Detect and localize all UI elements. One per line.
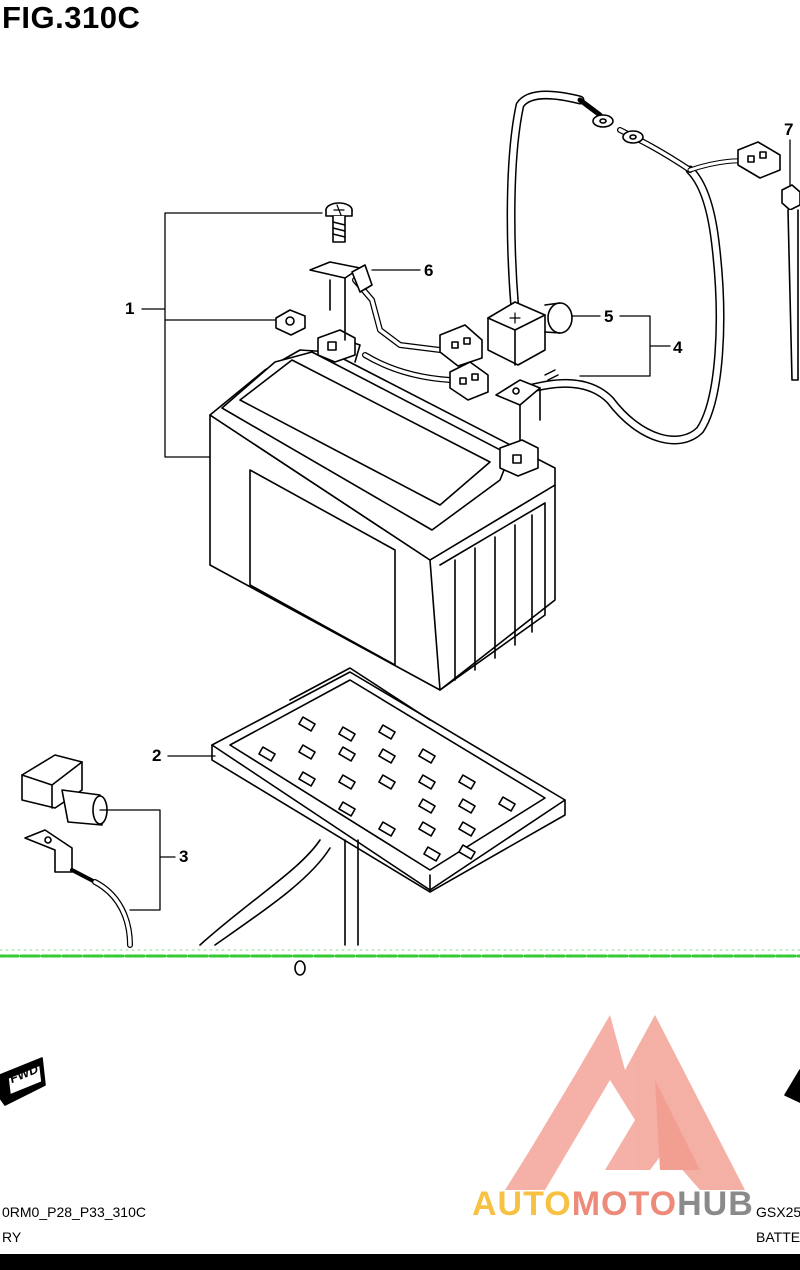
terminal-nut bbox=[275, 309, 306, 336]
watermark-part-hub: HUB bbox=[677, 1185, 754, 1223]
negative-cable bbox=[309, 261, 483, 367]
footer-left-caption: RY bbox=[2, 1229, 22, 1245]
callout-5: 5 bbox=[604, 307, 614, 326]
watermark-part-auto: AUTO bbox=[472, 1185, 572, 1223]
partial-arrow-marker bbox=[784, 1069, 800, 1103]
callout-3: 3 bbox=[179, 847, 189, 866]
footer-right-code: GSX25 bbox=[756, 1204, 800, 1220]
terminal-cap bbox=[487, 301, 573, 366]
callout-6: 6 bbox=[424, 261, 434, 280]
leader-4 bbox=[579, 315, 671, 377]
logo-triangle-watermark bbox=[505, 1015, 745, 1190]
leader-lines bbox=[99, 139, 791, 911]
callout-1: 1 bbox=[125, 299, 135, 318]
footer-right-caption: BATTE bbox=[756, 1229, 800, 1245]
fwd-arrow-marker bbox=[0, 1057, 46, 1106]
watermark-part-moto: MOTO bbox=[571, 1185, 678, 1223]
battery-tray bbox=[211, 667, 566, 893]
callout-2: 2 bbox=[152, 746, 162, 765]
watermark-brand: AUTOMOTOHUB bbox=[472, 1185, 754, 1224]
callout-7: 7 bbox=[784, 120, 794, 139]
tray-slots bbox=[258, 716, 516, 862]
lower-harness bbox=[199, 839, 359, 976]
battery-cable-assembly bbox=[21, 754, 133, 948]
figure-title: FIG.310C bbox=[2, 0, 141, 35]
leader-1 bbox=[141, 212, 323, 458]
positive-cable-harness bbox=[506, 90, 781, 445]
footer-left-code: 0RM0_P28_P33_310C bbox=[2, 1204, 146, 1220]
positive-terminal-bracket bbox=[495, 379, 541, 441]
bottom-bar bbox=[0, 1254, 800, 1270]
leader-3 bbox=[99, 809, 176, 911]
terminal-bolt bbox=[325, 202, 353, 243]
callout-4: 4 bbox=[673, 338, 683, 357]
sub-connector bbox=[362, 352, 489, 401]
scan-artifact-line bbox=[0, 949, 800, 958]
battery bbox=[209, 339, 556, 691]
cable-tie bbox=[781, 184, 800, 381]
